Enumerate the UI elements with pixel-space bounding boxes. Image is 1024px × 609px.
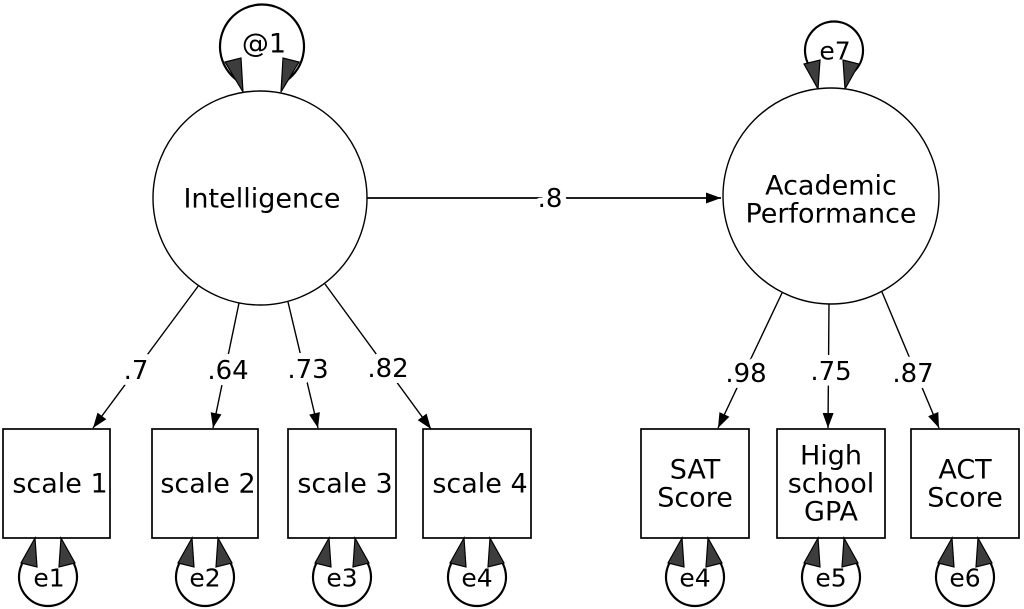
variance-loop [218, 3, 306, 82]
act-score-label-line1: ACT [938, 455, 992, 486]
indicator-scale-3: .73 scale 3 e3 [281, 301, 397, 607]
loading-arrow-gpa [822, 303, 834, 429]
academic-performance-circle [722, 87, 940, 305]
e7-loop [803, 20, 865, 75]
loading-arrow-scale-2 [210, 302, 240, 429]
loading-arrow-act [881, 291, 940, 429]
scale-4-box [422, 428, 532, 539]
scale-2-label: scale 2 [160, 469, 255, 500]
sat-score-label-line1: SAT [670, 455, 721, 486]
error-loop-e6 [934, 552, 996, 607]
e6-arrowhead-left [937, 535, 955, 568]
error-label-e3: e3 [326, 564, 357, 593]
e6-arrowhead-right [975, 535, 993, 568]
e1-arrowhead-left [20, 535, 38, 568]
e7-label: e7 [819, 37, 850, 66]
loading-label-scale-2: .64 [207, 356, 248, 386]
scale-1-box [2, 428, 111, 539]
loading-label-scale-3: .73 [287, 355, 328, 385]
error-label-e2: e2 [189, 564, 220, 593]
scale-2-box [151, 428, 259, 539]
loading-arrow-sat [717, 292, 783, 429]
error-loop-e1 [17, 552, 79, 607]
error-label-e5: e5 [815, 564, 846, 593]
error-loop-e2 [174, 552, 236, 607]
e2-arrowhead-right [215, 535, 233, 568]
e4-left-arrowhead-right [487, 535, 505, 568]
structural-path-coefficient: .8 [538, 184, 563, 214]
e3-arrowhead-left [314, 535, 332, 568]
error-label-e6: e6 [949, 564, 980, 593]
error-loop-e5 [800, 552, 862, 607]
sat-score-box [640, 428, 750, 539]
intelligence-label: Intelligence [183, 184, 340, 215]
indicator-sat-score: .98 SAT Score e4 [640, 292, 783, 607]
e4-right-arrowhead-left [667, 535, 685, 568]
gpa-label-line2: school [788, 469, 875, 500]
sat-score-label-line2: Score [657, 483, 733, 514]
e5-arrowhead-right [841, 535, 859, 568]
indicator-high-school-gpa: .75 High school GPA e5 [776, 303, 886, 607]
high-school-gpa-box [776, 428, 886, 539]
scale-1-label: scale 1 [12, 469, 107, 500]
loading-arrow-scale-4 [324, 283, 432, 430]
loading-label-sat: .98 [725, 359, 766, 389]
variance-loop-arrowhead-right [280, 57, 300, 93]
loading-arrow-scale-1 [92, 284, 200, 429]
loading-label-act: .87 [892, 359, 933, 389]
scale-3-box [287, 428, 397, 539]
gpa-label-line3: GPA [804, 497, 858, 528]
variance-label: @1 [242, 29, 286, 60]
act-score-box [910, 428, 1020, 539]
error-loop-e3 [311, 552, 373, 607]
error-label-e4-left: e4 [461, 564, 492, 593]
indicator-scale-1: .7 scale 1 e1 [2, 284, 200, 607]
intelligence-circle [152, 90, 368, 306]
scale-4-label: scale 4 [432, 469, 527, 500]
e2-arrowhead-left [177, 535, 195, 568]
e7-loop-arrowhead-left [803, 59, 821, 92]
loading-label-scale-4: .82 [367, 354, 408, 384]
error-label-e4-right: e4 [679, 564, 710, 593]
indicator-scale-2: .64 scale 2 e2 [151, 302, 259, 607]
e5-arrowhead-left [803, 535, 821, 568]
loading-label-scale-1: .7 [124, 356, 149, 386]
act-score-label-line2: Score [927, 483, 1003, 514]
e1-arrowhead-right [58, 535, 76, 568]
e4-left-arrowhead-left [449, 535, 467, 568]
e4-right-arrowhead-right [705, 535, 723, 568]
loading-arrow-scale-3 [287, 301, 320, 429]
loading-label-gpa: .75 [810, 357, 851, 387]
structural-path: .8 [367, 178, 721, 220]
error-label-e1: e1 [33, 564, 64, 593]
academic-performance-label-line2: Performance [745, 199, 916, 230]
indicator-act-score: .87 ACT Score e6 [881, 291, 1020, 607]
e7-loop-arrowhead-right [842, 59, 860, 92]
error-loop-e4-right [664, 552, 726, 607]
academic-performance-label-line1: Academic [765, 171, 897, 202]
scale-3-label: scale 3 [297, 469, 392, 500]
error-loop-e4-left [446, 552, 508, 607]
gpa-label-line1: High [800, 441, 862, 472]
latent-academic-performance: e7 Academic Performance [722, 20, 940, 305]
e3-arrowhead-right [352, 535, 370, 568]
latent-intelligence: @1 Intelligence [152, 3, 368, 306]
indicator-scale-4: .82 scale 4 e4 [324, 283, 532, 607]
variance-loop-arrowhead-left [224, 57, 244, 93]
